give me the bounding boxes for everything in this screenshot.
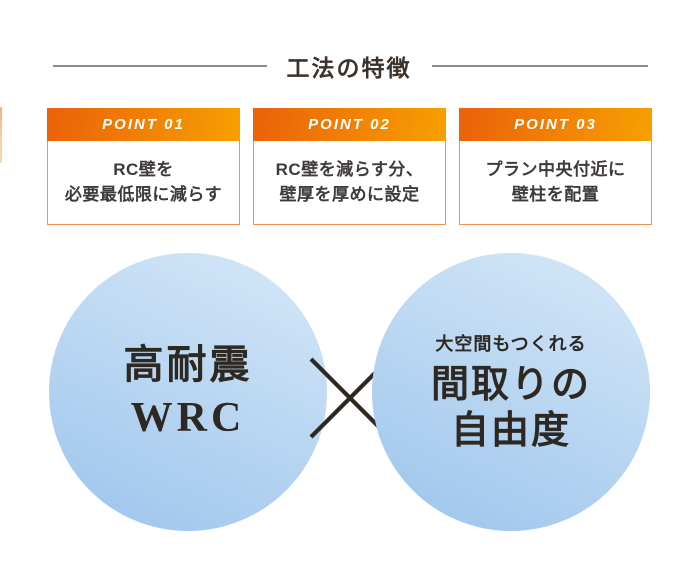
clipped-card-edge bbox=[0, 107, 2, 163]
title-rule-right bbox=[431, 65, 648, 67]
point-02-description: RC壁を減らす分、 壁厚を厚めに設定 bbox=[253, 141, 446, 225]
point-card-02: POINT 02 RC壁を減らす分、 壁厚を厚めに設定 bbox=[253, 108, 446, 225]
point-card-03: POINT 03 プラン中央付近に 壁柱を配置 bbox=[459, 108, 652, 225]
point-01-line-1: RC壁を bbox=[113, 159, 174, 179]
point-02-line-2: 壁厚を厚めに設定 bbox=[279, 184, 420, 204]
point-01-line-2: 必要最低限に減らす bbox=[64, 184, 223, 204]
point-03-line-2: 壁柱を配置 bbox=[511, 184, 600, 204]
points-row: POINT 01 RC壁を 必要最低限に減らす POINT 02 RC壁を減らす… bbox=[47, 108, 652, 225]
point-02-label: POINT 02 bbox=[253, 108, 446, 141]
right-circle-subtitle: 大空間もつくれる bbox=[435, 333, 587, 354]
section-title: 工法の特徴 bbox=[0, 52, 700, 81]
point-03-line-1: プラン中央付近に bbox=[485, 159, 626, 179]
page-title: 工法の特徴 bbox=[286, 55, 412, 81]
point-02-line-1: RC壁を減らす分、 bbox=[275, 159, 424, 179]
right-circle-line-1: 間取りの bbox=[430, 363, 591, 406]
left-circle-line-2: WRC bbox=[130, 395, 246, 442]
point-01-description: RC壁を 必要最低限に減らす bbox=[47, 141, 240, 225]
point-01-label: POINT 01 bbox=[47, 108, 240, 141]
title-rule-left bbox=[52, 65, 267, 67]
circle-high-seismic-wrc: 高耐震 WRC bbox=[49, 253, 327, 531]
left-circle-line-1: 高耐震 bbox=[123, 342, 253, 388]
point-card-01: POINT 01 RC壁を 必要最低限に減らす bbox=[47, 108, 240, 225]
right-circle-line-2: 自由度 bbox=[450, 410, 571, 452]
circle-floorplan-freedom: 大空間もつくれる 間取りの 自由度 bbox=[372, 253, 650, 531]
point-03-label: POINT 03 bbox=[459, 108, 652, 141]
point-03-description: プラン中央付近に 壁柱を配置 bbox=[459, 141, 652, 225]
